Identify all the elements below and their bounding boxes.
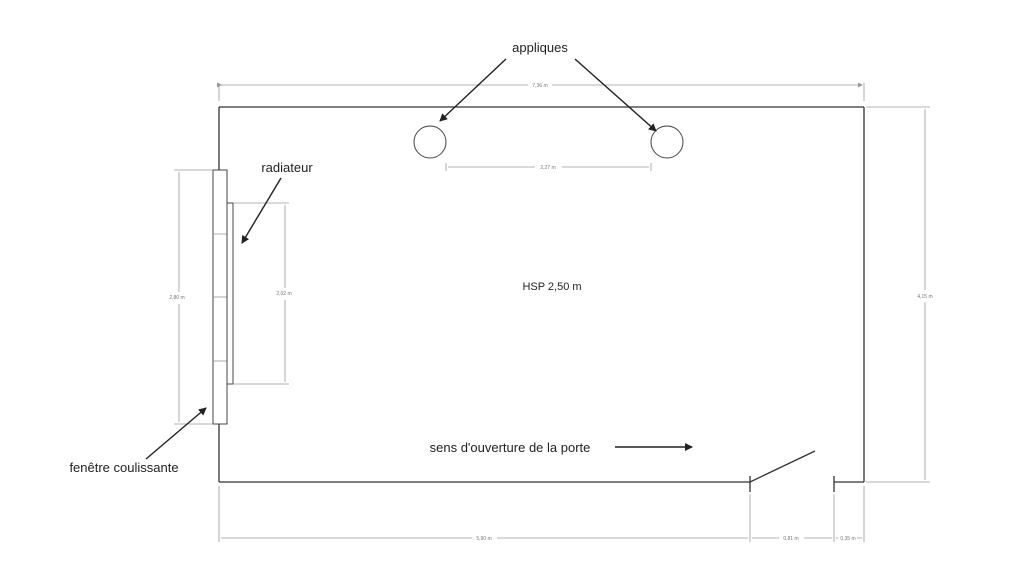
dim-window-height: 2,80 m: [169, 295, 184, 301]
label-radiateur: radiateur: [261, 160, 313, 175]
arrow-fenetre: [145, 407, 207, 460]
dim-room-depth: 4,15 m: [917, 294, 932, 300]
radiator: [226, 202, 234, 385]
label-fenetre-coulissante: fenêtre coulissante: [69, 460, 178, 475]
dim-bottom-right: 0,35 m: [840, 536, 855, 542]
label-appliques: appliques: [512, 40, 568, 55]
dimension-lines: [174, 82, 930, 542]
wall-light-left: [413, 125, 447, 159]
dim-bottom-left: 5,90 m: [476, 536, 491, 542]
dim-total-width: 7,36 m: [532, 83, 547, 89]
door-leaf: [749, 450, 816, 483]
dim-radiator-height: 2,02 m: [276, 291, 291, 297]
sliding-window: [212, 169, 228, 425]
arrow-radiateur: [241, 177, 282, 244]
door: [749, 450, 835, 492]
arrow-applique-right: [574, 58, 657, 132]
wall-light-right: [650, 125, 684, 159]
arrow-applique-left: [439, 58, 507, 122]
room-walls: [218, 106, 865, 483]
dim-between-lights: 2,27 m: [540, 165, 555, 171]
label-hsp: HSP 2,50 m: [522, 281, 581, 293]
dim-door-width: 0,81 m: [783, 536, 798, 542]
label-door-direction: sens d'ouverture de la porte: [430, 440, 591, 455]
annotation-arrows: [145, 58, 693, 460]
